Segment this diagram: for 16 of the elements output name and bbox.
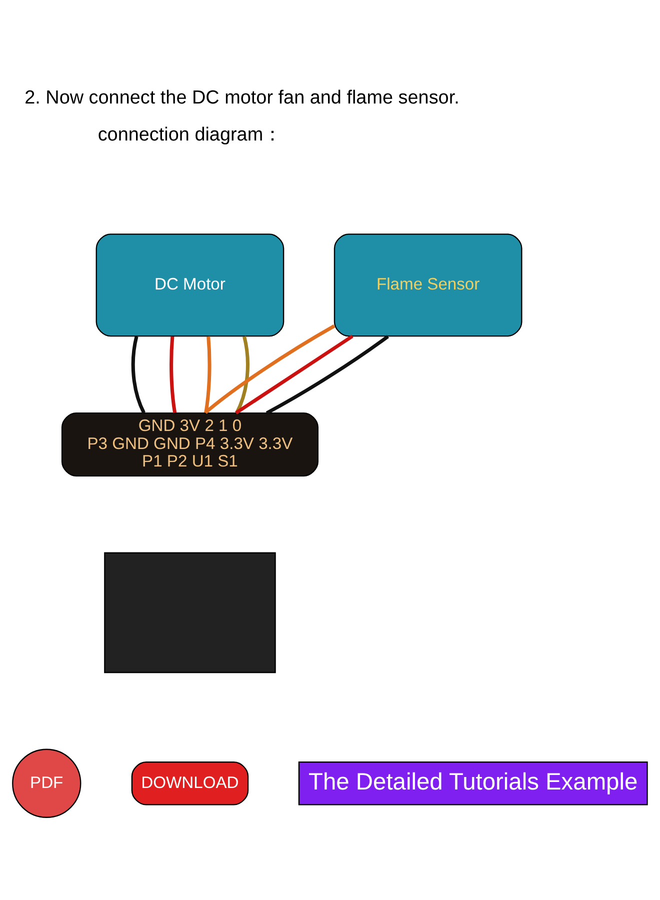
label: DOWNLOAD (141, 772, 239, 792)
connector (170, 336, 177, 413)
label: PDF (30, 772, 64, 792)
connector (204, 324, 336, 414)
connector (131, 336, 146, 414)
diagram-title: 2. Now connect the DC motor fan and flame sensor. (24, 87, 460, 108)
node-box: Flame Sensor (334, 233, 522, 336)
connector (266, 334, 390, 414)
connector (235, 336, 250, 414)
node-box: GND 3V 2 1 0 P3 GND GND P4 3.3V 3.3V P1 P2 U1 S1 (61, 412, 318, 476)
label: The Detailed Tutorials Example (308, 768, 638, 795)
label: connection diagram： (98, 124, 282, 145)
node-box (104, 552, 276, 673)
node-box: DC Motor (96, 233, 284, 336)
connector (204, 336, 212, 413)
connector (234, 334, 354, 414)
